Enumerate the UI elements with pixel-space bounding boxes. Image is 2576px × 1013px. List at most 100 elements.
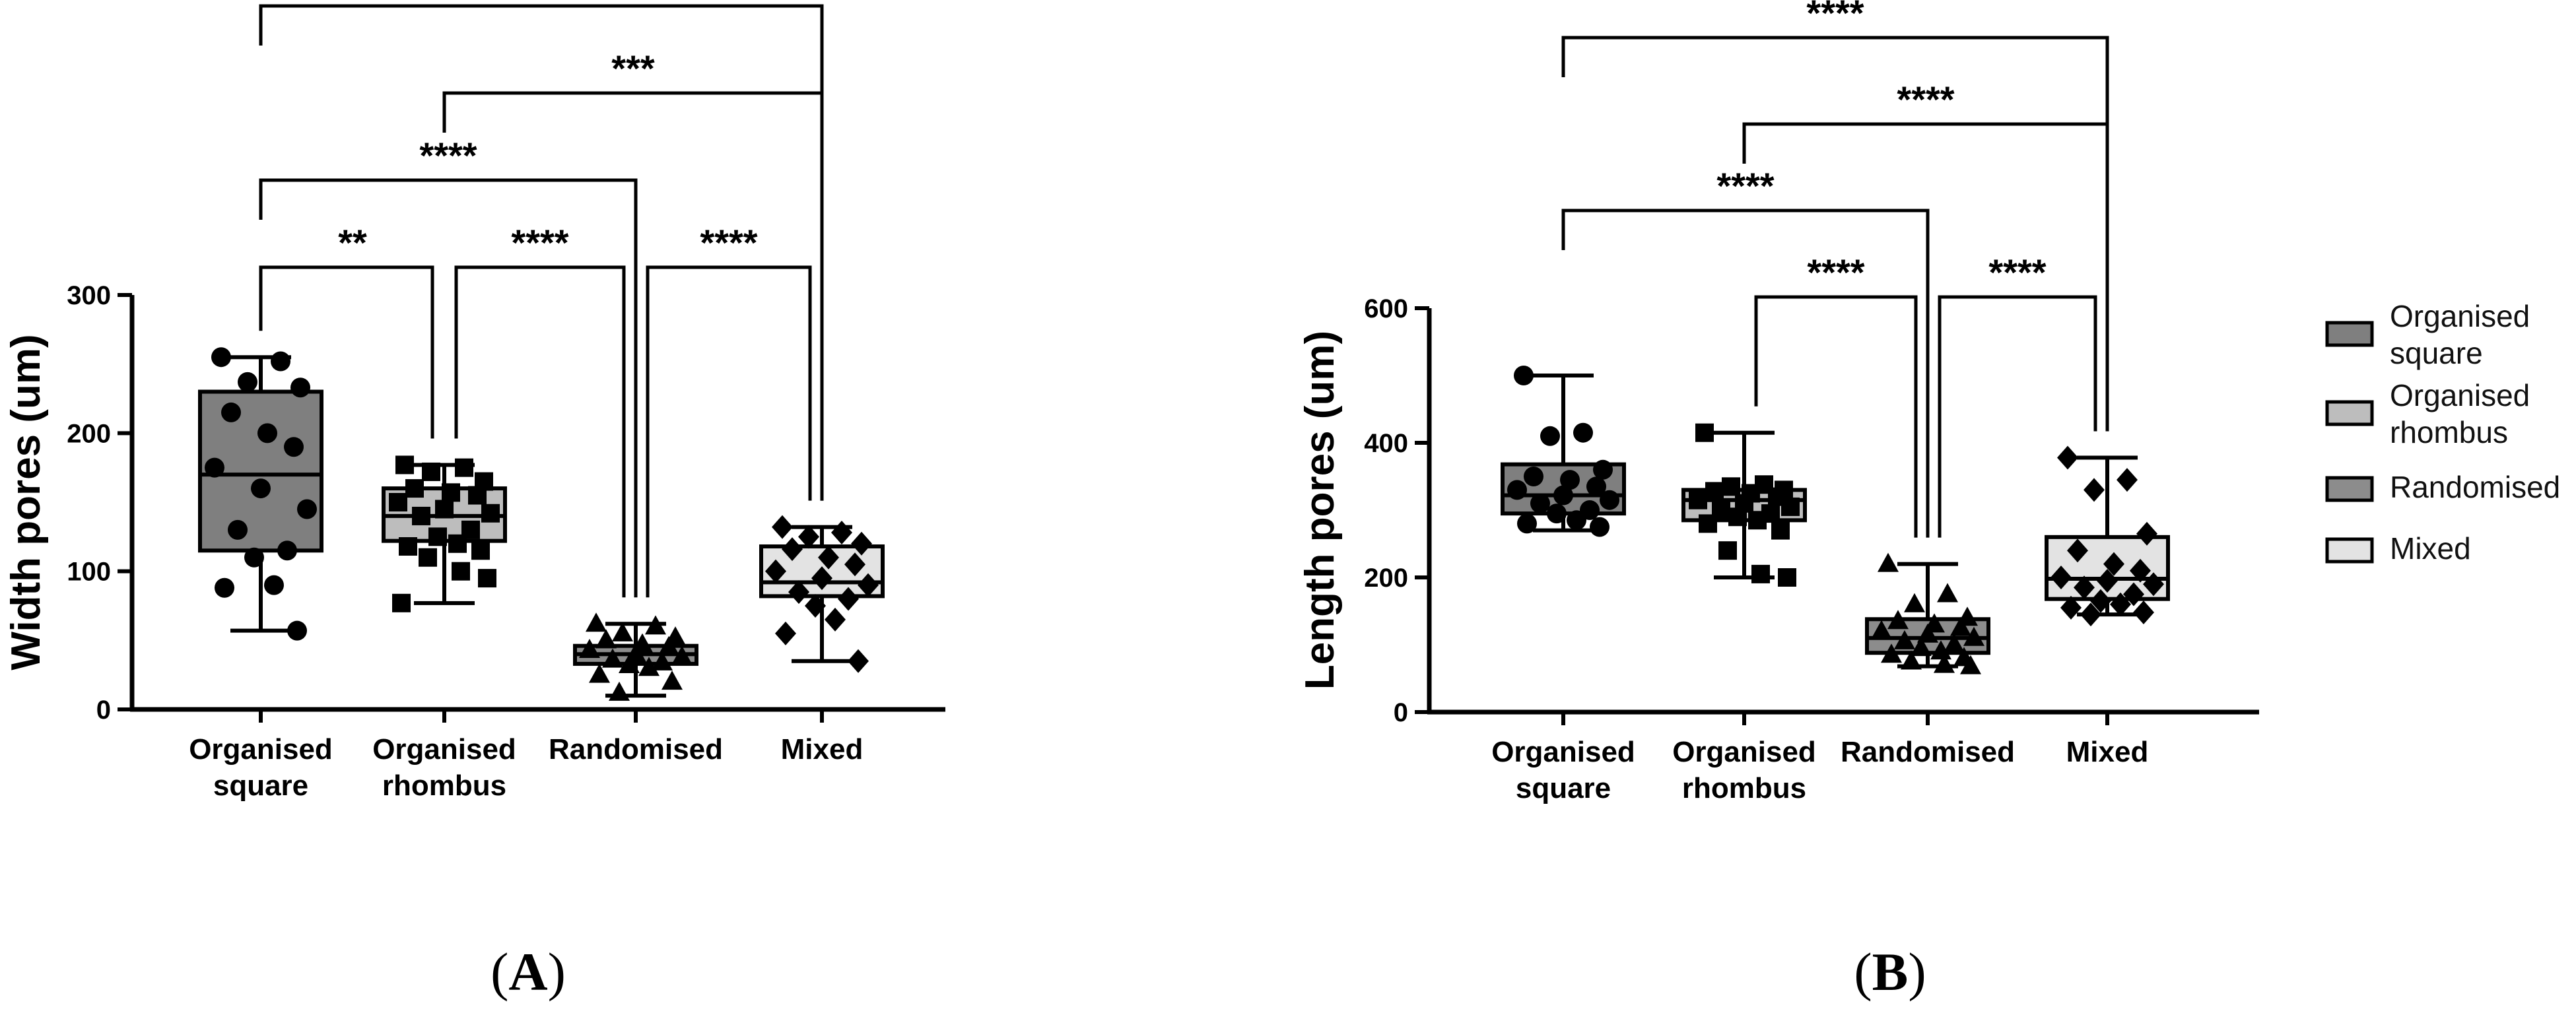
data-point bbox=[2123, 582, 2144, 606]
y-axis-label: Width pores (um) bbox=[3, 334, 49, 670]
legend-label: Organised bbox=[2390, 299, 2530, 333]
data-point bbox=[1573, 422, 1593, 443]
data-point bbox=[2136, 521, 2157, 546]
data-point bbox=[671, 645, 693, 665]
data-point bbox=[244, 547, 264, 568]
significance-label: **** bbox=[512, 0, 570, 2]
bracket-line bbox=[1754, 295, 1918, 538]
data-point bbox=[422, 462, 440, 481]
data-point bbox=[1600, 490, 1619, 510]
data-point bbox=[1901, 650, 1922, 670]
data-point bbox=[251, 478, 271, 499]
legend-label: Organised bbox=[2390, 378, 2530, 412]
data-point bbox=[389, 493, 407, 511]
data-point bbox=[428, 527, 447, 546]
legend-item-randomised: Randomised bbox=[2325, 470, 2560, 504]
data-point bbox=[271, 351, 290, 372]
data-point bbox=[1930, 640, 1951, 660]
category-label-line2: square bbox=[1516, 772, 1611, 804]
data-point bbox=[2074, 575, 2095, 600]
data-point bbox=[1514, 366, 1534, 385]
data-point bbox=[1904, 593, 1925, 612]
y-axis-label: Length pores (um) bbox=[1297, 331, 1343, 690]
data-point bbox=[1778, 568, 1796, 587]
data-point bbox=[2090, 589, 2111, 613]
data-point bbox=[1728, 507, 1747, 527]
data-point bbox=[1751, 564, 1770, 583]
data-point bbox=[452, 562, 470, 581]
data-point bbox=[1553, 485, 1573, 506]
data-point bbox=[2103, 552, 2124, 576]
data-point bbox=[1540, 426, 1560, 446]
data-point bbox=[435, 500, 454, 519]
significance-bracket: **** bbox=[1754, 251, 1918, 538]
y-tick-label: 200 bbox=[67, 419, 111, 448]
data-point bbox=[481, 504, 500, 523]
data-point bbox=[2117, 468, 2138, 492]
data-point bbox=[818, 545, 839, 570]
box-organised-square bbox=[1501, 366, 1626, 537]
significance-bracket: **** bbox=[259, 0, 824, 501]
y-tick-label: 100 bbox=[67, 558, 111, 587]
data-point bbox=[579, 638, 600, 658]
data-point bbox=[1894, 630, 1915, 649]
category-label: Organised bbox=[1672, 736, 1816, 768]
data-point bbox=[775, 621, 796, 645]
data-point bbox=[831, 521, 852, 545]
data-point bbox=[805, 594, 826, 618]
category-label: Randomised bbox=[549, 733, 723, 766]
data-point bbox=[277, 540, 297, 561]
data-point bbox=[2057, 445, 2078, 470]
data-point bbox=[399, 537, 417, 556]
data-point bbox=[844, 552, 865, 577]
data-point bbox=[848, 649, 869, 673]
significance-label: **** bbox=[1716, 165, 1774, 207]
data-point bbox=[1593, 459, 1613, 480]
data-point bbox=[405, 479, 424, 498]
data-point bbox=[1911, 637, 1932, 657]
data-point bbox=[612, 622, 633, 641]
data-point bbox=[858, 573, 879, 597]
box-mixed bbox=[759, 515, 885, 673]
bracket-line bbox=[1938, 295, 2097, 538]
data-point bbox=[645, 615, 666, 635]
data-point bbox=[1567, 510, 1586, 531]
legend: OrganisedsquareOrganisedrhombusRandomise… bbox=[2325, 299, 2560, 566]
y-tick-label: 400 bbox=[1364, 429, 1408, 458]
data-point bbox=[2051, 566, 2072, 589]
data-point bbox=[788, 580, 809, 605]
significance-label: **** bbox=[700, 222, 757, 263]
data-point bbox=[1530, 493, 1550, 513]
data-point bbox=[1771, 521, 1790, 540]
box-organised-rhombus bbox=[1681, 423, 1807, 587]
significance-bracket: **** bbox=[1938, 251, 2097, 538]
data-point bbox=[2097, 569, 2118, 593]
data-point bbox=[1960, 655, 1981, 674]
panel-label: (B) bbox=[1854, 942, 1926, 1002]
legend-swatch bbox=[2325, 400, 2374, 426]
data-point bbox=[602, 648, 623, 668]
bracket-line bbox=[259, 265, 434, 439]
significance-bracket: **** bbox=[454, 222, 626, 598]
data-point bbox=[1705, 482, 1724, 501]
data-point bbox=[264, 575, 284, 595]
data-point bbox=[1950, 616, 1971, 636]
data-point bbox=[290, 377, 310, 398]
significance-label: **** bbox=[1807, 251, 1864, 293]
data-point bbox=[2133, 601, 2154, 625]
significance-bracket: **** bbox=[1561, 165, 1930, 538]
legend-swatch bbox=[2325, 321, 2374, 347]
significance-label: ** bbox=[338, 222, 367, 263]
legend-label-line2: rhombus bbox=[2390, 415, 2508, 449]
bracket-line bbox=[1561, 209, 1930, 538]
data-point bbox=[619, 654, 640, 674]
category-label: Mixed bbox=[781, 733, 864, 766]
data-point bbox=[257, 423, 277, 443]
data-point bbox=[652, 651, 673, 670]
significance-label: *** bbox=[611, 48, 655, 89]
data-point bbox=[586, 612, 607, 632]
legend-swatch bbox=[2325, 476, 2374, 502]
data-point bbox=[638, 657, 660, 676]
